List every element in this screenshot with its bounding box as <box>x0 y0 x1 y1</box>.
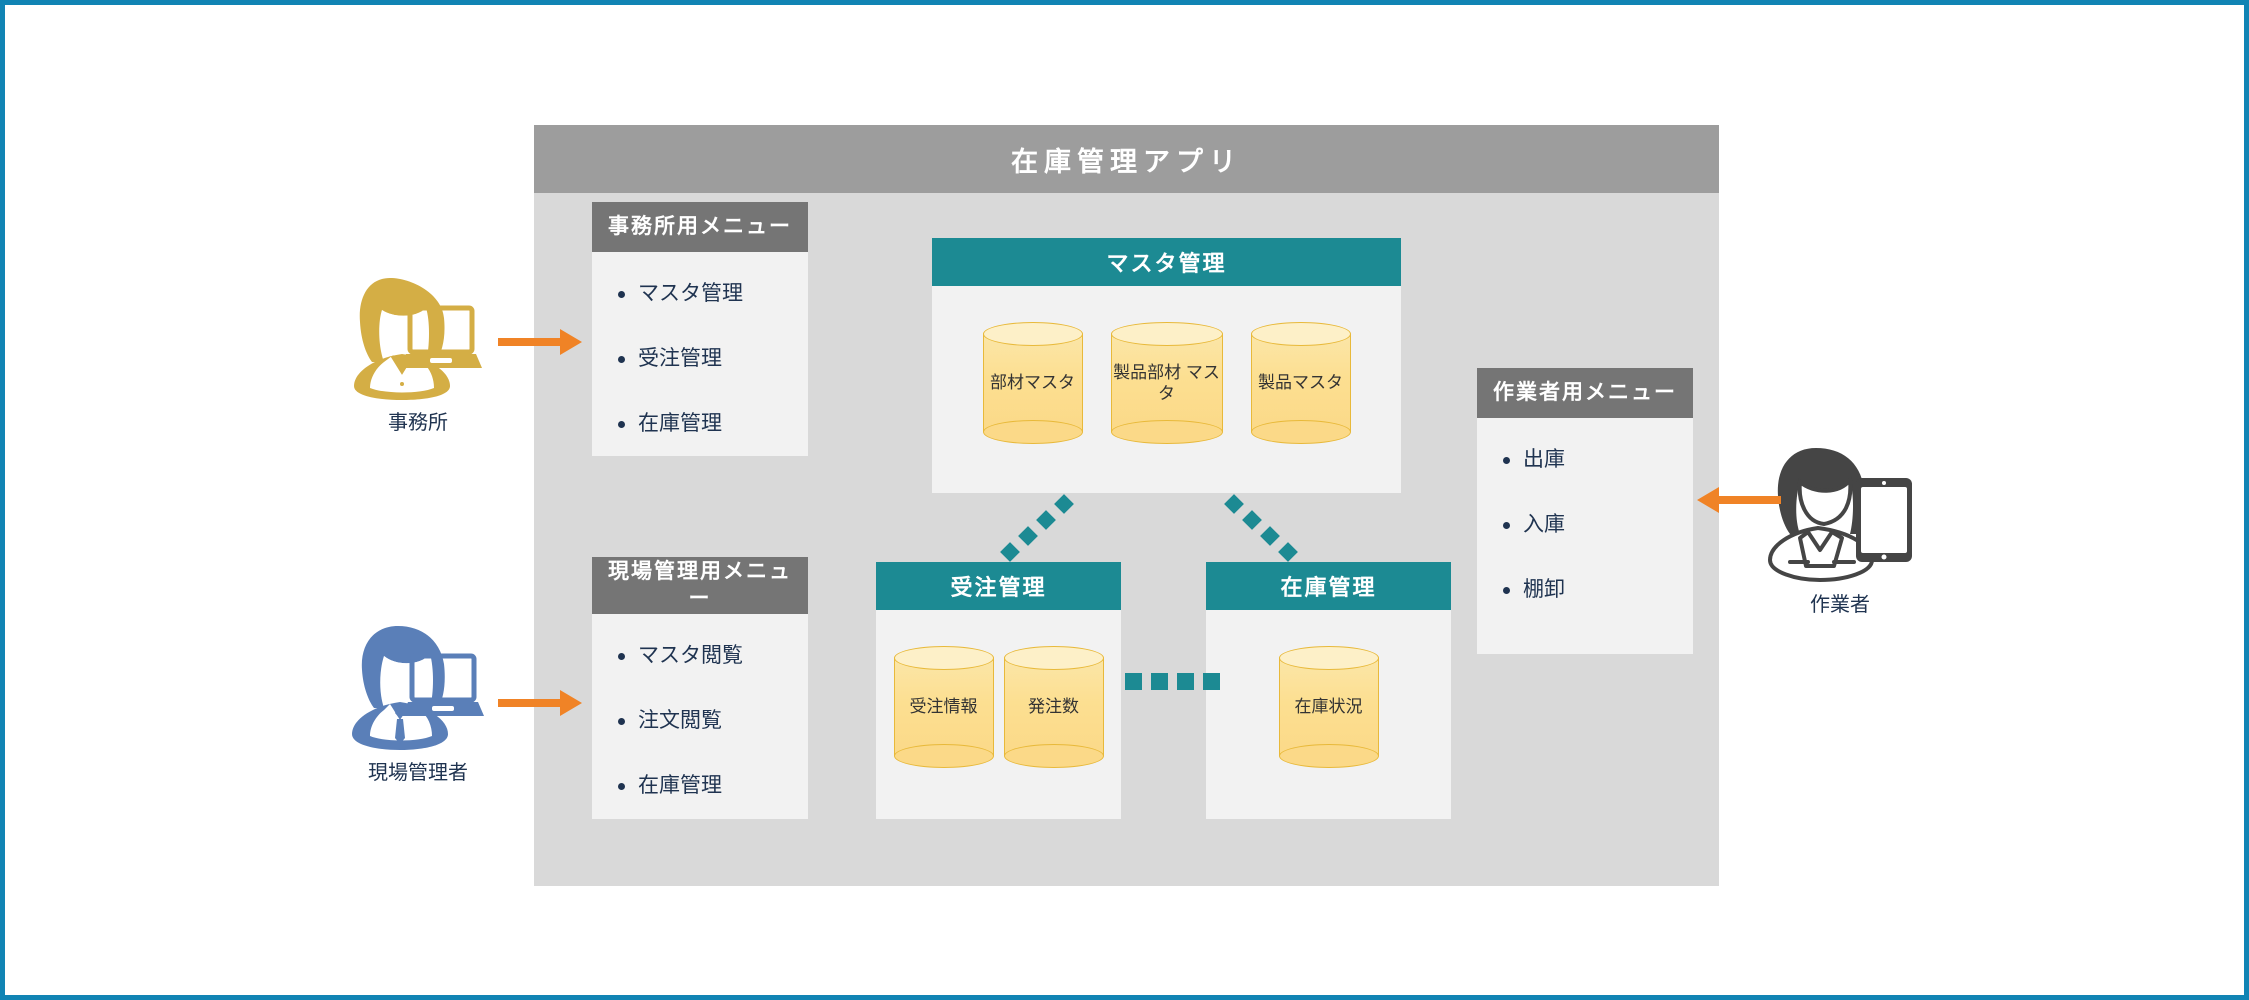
cylinder-body <box>893 658 994 756</box>
worker-tablet-icon <box>1767 448 1912 582</box>
data-store-cylinder[interactable]: 発注数 <box>1003 646 1104 768</box>
module-master-management-title: マスタ管理 <box>932 238 1401 286</box>
module-stock-management[interactable]: 在庫管理 在庫状況 <box>1206 562 1451 819</box>
bullet-icon <box>618 783 625 790</box>
menu-item-label: マスタ管理 <box>638 282 743 305</box>
arrow-office-to-app <box>498 329 582 355</box>
field-manager-laptop-icon <box>352 626 484 750</box>
data-store-cylinder[interactable]: 製品部材 マスタ <box>1110 322 1223 444</box>
cylinder-bottom <box>1003 744 1104 768</box>
module-order-management[interactable]: 受注管理 受注情報 発注数 <box>876 562 1121 819</box>
data-store-label: 在庫状況 <box>1294 697 1363 717</box>
cylinder-bottom <box>982 420 1083 444</box>
menu-item-worker-1[interactable]: 入庫 <box>1477 505 1693 570</box>
bullet-icon <box>618 291 625 298</box>
data-store-label: 部材マスタ <box>990 373 1075 393</box>
menu-item-field-0[interactable]: マスタ閲覧 <box>592 636 808 701</box>
actor-office: 事務所 <box>338 268 498 435</box>
bullet-icon <box>1503 457 1510 464</box>
bullet-icon <box>618 718 625 725</box>
app-title: 在庫管理アプリ <box>534 125 1719 193</box>
menu-item-label: 受注管理 <box>638 347 722 370</box>
cylinder-top <box>1250 322 1351 346</box>
actor-worker: 作業者 <box>1760 442 1920 617</box>
menu-list-office: マスタ管理 受注管理 在庫管理 <box>592 252 808 469</box>
menu-panel-worker-title: 作業者用メニュー <box>1477 368 1693 418</box>
cylinder-top <box>1278 646 1379 670</box>
actor-field-manager: 現場管理者 <box>338 618 498 785</box>
menu-item-worker-2[interactable]: 棚卸 <box>1477 570 1693 635</box>
menu-item-label: 出庫 <box>1523 448 1565 471</box>
bullet-icon <box>618 653 625 660</box>
module-master-management-body: 部材マスタ 製品部材 マスタ 製品マスタ <box>932 286 1401 444</box>
cylinder-bottom <box>1110 420 1223 444</box>
data-store-cylinder[interactable]: 製品マスタ <box>1250 322 1351 444</box>
module-stock-management-body: 在庫状況 <box>1206 610 1451 768</box>
data-store-label: 発注数 <box>1028 697 1079 717</box>
menu-item-field-1[interactable]: 注文閲覧 <box>592 701 808 766</box>
bullet-icon <box>618 421 625 428</box>
cylinder-bottom <box>1250 420 1351 444</box>
menu-panel-office[interactable]: 事務所用メニュー マスタ管理 受注管理 在庫管理 <box>592 202 808 456</box>
connector-dot <box>1125 673 1142 690</box>
menu-panel-worker[interactable]: 作業者用メニュー 出庫 入庫 棚卸 <box>1477 368 1693 654</box>
cylinder-body <box>1278 658 1379 756</box>
frame-border-bottom <box>0 995 2249 1000</box>
data-store-cylinder[interactable]: 部材マスタ <box>982 322 1083 444</box>
cylinder-top <box>1110 322 1223 346</box>
module-stock-management-title: 在庫管理 <box>1206 562 1451 610</box>
module-order-management-body: 受注情報 発注数 <box>876 610 1121 768</box>
frame-border-left <box>0 0 5 1000</box>
module-master-management[interactable]: マスタ管理 部材マスタ 製品部材 マスタ 製品マスタ <box>932 238 1401 493</box>
cylinder-top <box>982 322 1083 346</box>
actor-office-label: 事務所 <box>388 412 448 434</box>
menu-panel-field-manager-title: 現場管理用メニュー <box>592 557 808 614</box>
menu-item-label: 注文閲覧 <box>638 709 722 732</box>
actor-worker-label: 作業者 <box>1810 594 1870 616</box>
arrow-worker-to-app <box>1697 487 1781 513</box>
actor-field-manager-label: 現場管理者 <box>368 762 468 784</box>
menu-panel-office-title: 事務所用メニュー <box>592 202 808 252</box>
office-worker-laptop-icon <box>354 278 482 400</box>
menu-item-label: 入庫 <box>1523 513 1565 536</box>
menu-list-worker: 出庫 入庫 棚卸 <box>1477 418 1693 635</box>
connector-dot <box>1177 673 1194 690</box>
menu-item-label: マスタ閲覧 <box>638 644 743 667</box>
menu-item-label: 在庫管理 <box>638 412 722 435</box>
menu-item-label: 棚卸 <box>1523 578 1565 601</box>
cylinder-bottom <box>893 744 994 768</box>
cylinder-top <box>893 646 994 670</box>
bullet-icon <box>1503 522 1510 529</box>
cylinder-body <box>982 334 1083 432</box>
frame-border-top <box>0 0 2249 5</box>
data-store-cylinder[interactable]: 受注情報 <box>893 646 994 768</box>
cylinder-top <box>1003 646 1104 670</box>
menu-item-office-0[interactable]: マスタ管理 <box>592 274 808 339</box>
data-store-label: 受注情報 <box>909 697 978 717</box>
data-store-cylinder[interactable]: 在庫状況 <box>1278 646 1379 768</box>
cylinder-body <box>1250 334 1351 432</box>
frame-border-right <box>2244 0 2249 1000</box>
data-store-label: 製品部材 マスタ <box>1113 362 1220 403</box>
connector-dot <box>1151 673 1168 690</box>
menu-item-label: 在庫管理 <box>638 774 722 797</box>
cylinder-body <box>1003 658 1104 756</box>
arrow-field-manager-to-app <box>498 690 582 716</box>
cylinder-body <box>1110 334 1223 432</box>
bullet-icon <box>1503 587 1510 594</box>
data-store-label: 製品マスタ <box>1258 373 1343 393</box>
menu-item-office-1[interactable]: 受注管理 <box>592 339 808 404</box>
menu-panel-field-manager[interactable]: 現場管理用メニュー マスタ閲覧 注文閲覧 在庫管理 <box>592 557 808 819</box>
module-order-management-title: 受注管理 <box>876 562 1121 610</box>
connector-dot <box>1203 673 1220 690</box>
bullet-icon <box>618 356 625 363</box>
menu-item-office-2[interactable]: 在庫管理 <box>592 404 808 469</box>
menu-item-worker-0[interactable]: 出庫 <box>1477 440 1693 505</box>
menu-item-field-2[interactable]: 在庫管理 <box>592 766 808 831</box>
menu-list-field-manager: マスタ閲覧 注文閲覧 在庫管理 <box>592 614 808 831</box>
cylinder-bottom <box>1278 744 1379 768</box>
